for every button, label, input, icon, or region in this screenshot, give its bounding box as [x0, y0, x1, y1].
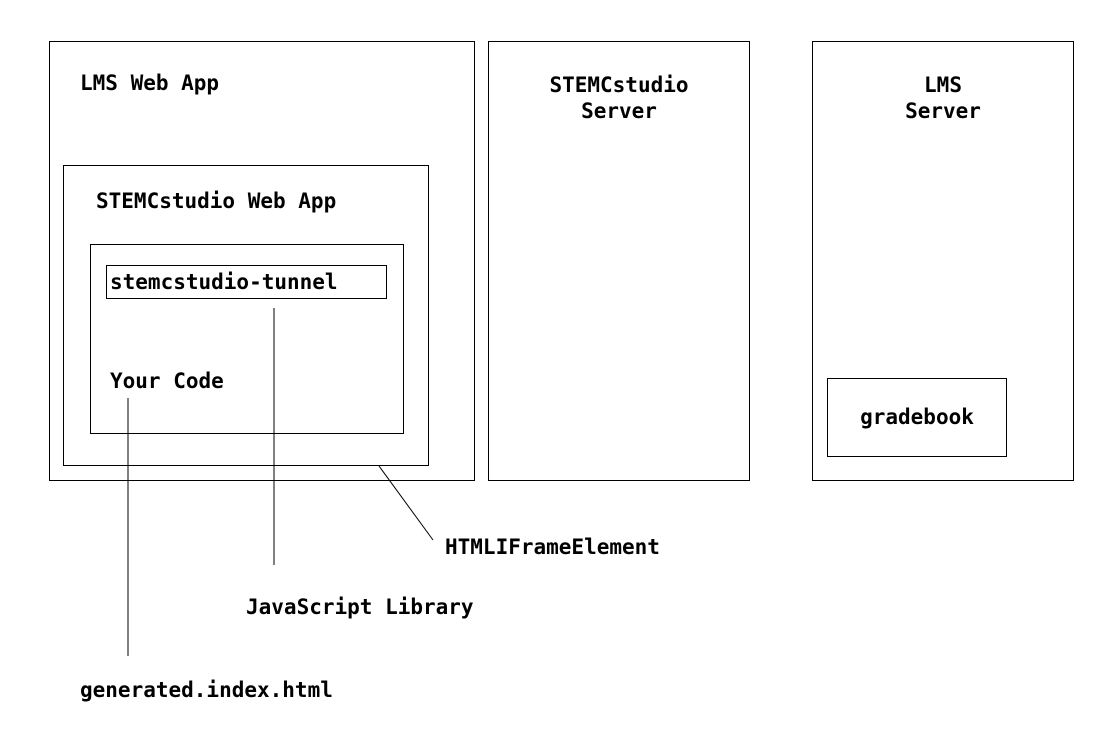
gradebook-box	[827, 378, 1007, 457]
lms-web-app-box	[49, 41, 475, 481]
lms-web-app-title: LMS Web App	[80, 71, 220, 95]
stemcstudio-tunnel-box	[106, 265, 387, 299]
generated-index-label: generated.index.html	[80, 678, 333, 702]
stemcstudio-server-box	[488, 41, 750, 481]
javascript-library-label: JavaScript Library	[246, 595, 474, 619]
lms-server-box	[812, 41, 1074, 481]
stemcstudio-tunnel-label: stemcstudio-tunnel	[110, 270, 338, 294]
your-code-label: Your Code	[110, 369, 224, 393]
lms-server-title: LMS Server	[905, 73, 981, 123]
iframe-element-label: HTMLIFrameElement	[445, 535, 660, 559]
gradebook-label: gradebook	[860, 405, 974, 429]
stemcstudio-server-title: STEMCstudio Server	[549, 73, 689, 123]
stemcstudio-web-app-title: STEMCstudio Web App	[96, 189, 337, 213]
iframe-content-box	[90, 244, 404, 434]
stemcstudio-web-app-box	[63, 165, 429, 466]
